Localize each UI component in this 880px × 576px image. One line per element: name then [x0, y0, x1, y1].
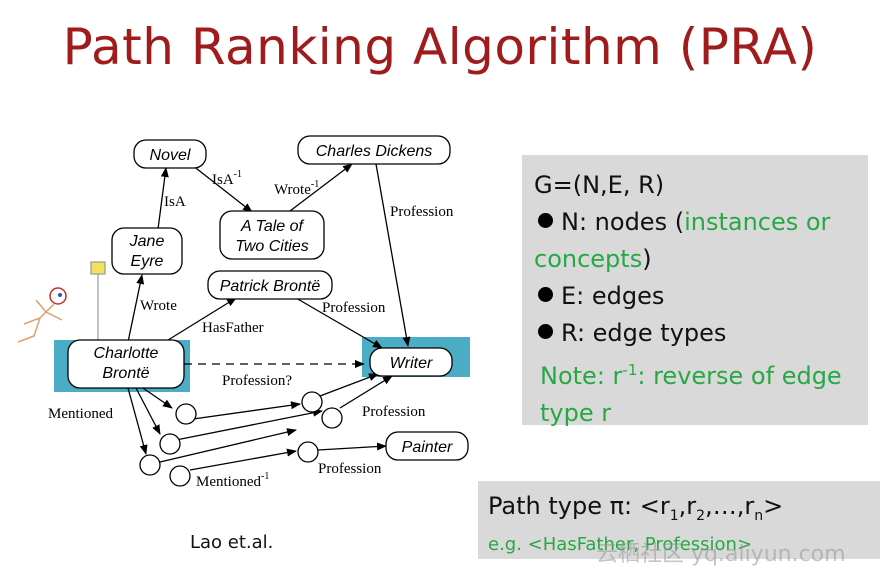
edge-charlotte-jane [127, 274, 145, 343]
entity-node-1 [175, 403, 197, 425]
edge-novel-tale [191, 164, 253, 213]
runner-figure-icon [17, 287, 67, 343]
flag-icon [90, 261, 106, 345]
edge-m3-w [159, 428, 297, 463]
edge-label-profession-low: Profession [318, 461, 382, 477]
node-charlotte-label-1: Charlotte [94, 345, 159, 362]
path-type-definition: Path type π: <r1,r2,…,rn> [488, 492, 784, 524]
edge-charlotte-m2 [135, 387, 161, 435]
edge-w2-writer [339, 375, 393, 409]
edge-w3-painter [317, 442, 387, 451]
node-novel-box [133, 139, 207, 169]
reverse-edge-note: Note: r-1: reverse of edge type r [540, 361, 842, 427]
nodes-bullet: N: nodes (instances or concepts) [534, 208, 831, 273]
edge-label-profession-query: Profession? [222, 373, 292, 389]
edge-label-hasfather: HasFather [202, 320, 264, 336]
edge-m4-painter [189, 448, 297, 471]
entity-node-2 [159, 433, 181, 455]
entity-node-3 [139, 454, 161, 476]
edge-label-profession-mid: Profession [362, 404, 426, 420]
entity-node-5 [301, 391, 323, 413]
node-tale-label-2: Two Cities [235, 238, 309, 255]
edge-patrick-writer [295, 297, 383, 349]
bullet-icon [538, 324, 553, 339]
edges-bullet: E: edges [534, 278, 856, 315]
node-jane-label-1: Jane [129, 233, 165, 250]
edge-jane-novel [157, 167, 169, 230]
entity-node-6 [321, 407, 343, 429]
edge-w1-writer [319, 373, 379, 397]
edge-label-wrote: Wrote [140, 298, 177, 314]
node-charlotte-box [67, 339, 185, 389]
edge-label-mentioned: Mentioned [48, 406, 113, 422]
edge-label-isa: IsA [164, 194, 186, 210]
node-tale-box [219, 210, 325, 260]
watermark: 云栖社区 yq.aliyun.com [596, 542, 846, 567]
slide-title: Path Ranking Algorithm (PRA) [62, 18, 818, 76]
node-jane-box [111, 227, 183, 275]
node-patrick-label: Patrick Brontë [220, 278, 321, 295]
node-dickens-box [297, 135, 451, 165]
node-dickens-label: Charles Dickens [316, 143, 432, 160]
node-painter-box [385, 431, 469, 461]
edge-dickens-writer [375, 163, 411, 347]
edge-charlotte-m1 [139, 385, 173, 409]
node-writer-box [369, 347, 453, 377]
edge-types-bullet: R: edge types [534, 315, 856, 352]
node-jane-label-2: Eyre [131, 253, 164, 270]
node-patrick-box [207, 270, 333, 300]
path-type-panel: Path type π: <r1,r2,…,rn> e.g. <HasFathe… [478, 481, 880, 559]
path-type-example: e.g. <HasFather, Profession> [488, 533, 753, 555]
edge-label-profession-dickens: Profession [390, 204, 454, 220]
citation-credit: Lao et.al. [190, 532, 274, 553]
node-charlotte-label-2: Brontë [102, 365, 149, 382]
node-novel-label: Novel [150, 147, 191, 164]
edge-m2-w [175, 408, 323, 441]
bullet-icon [538, 213, 553, 228]
edge-charlotte-patrick [159, 297, 237, 346]
edge-label-mentioned-inv: Mentioned-1 [196, 471, 269, 490]
graph-definition-line: G=(N,E, R) [534, 171, 665, 199]
edge-label-isa-inv: IsA-1 [212, 169, 242, 188]
bullet-icon [538, 287, 553, 302]
node-painter-label: Painter [402, 439, 453, 456]
node-tale-label-1: A Tale of [240, 218, 305, 235]
edge-charlotte-m3 [127, 387, 148, 455]
graph-definition-panel: G=(N,E, R) N: nodes (instances or concep… [522, 155, 868, 427]
edge-tale-dickens [289, 163, 353, 212]
edge-label-wrote-inv: Wrote-1 [274, 179, 319, 198]
edge-m1-w [185, 401, 301, 421]
node-writer-label: Writer [390, 355, 433, 372]
entity-node-7 [297, 441, 319, 463]
entity-node-4 [169, 465, 191, 487]
edge-label-profession-patrick: Profession [322, 300, 386, 316]
